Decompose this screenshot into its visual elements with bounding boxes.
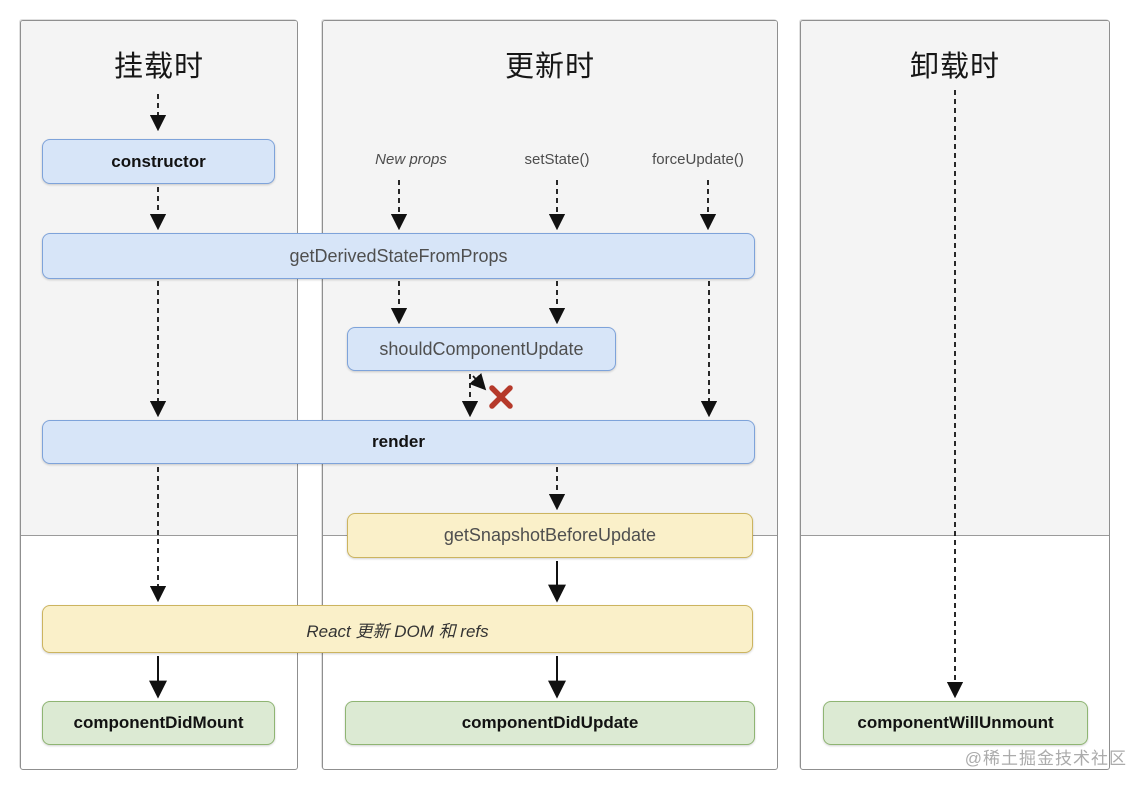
box-should-component-update: shouldComponentUpdate (347, 327, 616, 371)
box-component-did-update: componentDidUpdate (345, 701, 755, 745)
box-react-updates-dom-and-refs: React 更新 DOM 和 refs (42, 605, 753, 653)
react-update-label: React 更新 DOM 和 refs (306, 621, 489, 641)
trigger-set-state: setState() (524, 151, 590, 168)
cwu-label: componentWillUnmount (857, 713, 1054, 732)
box-constructor: constructor (42, 139, 275, 184)
panel-title-updating: 更新时 (504, 51, 595, 83)
cdm-label: componentDidMount (73, 713, 244, 732)
gdsfp-label: getDerivedStateFromProps (289, 245, 508, 266)
box-get-snapshot-before-update: getSnapshotBeforeUpdate (347, 513, 753, 558)
box-get-derived-state-from-props: getDerivedStateFromProps (42, 233, 755, 279)
trigger-force-update: forceUpdate() (652, 151, 744, 168)
box-render: render (42, 420, 755, 464)
update-cancelled-x-icon (489, 385, 513, 409)
constructor-label: constructor (111, 151, 206, 171)
box-component-did-mount: componentDidMount (42, 701, 275, 745)
trigger-new-props: New props (375, 151, 447, 168)
panel-title-unmounting: 卸载时 (909, 51, 1000, 83)
gsbu-label: getSnapshotBeforeUpdate (443, 525, 657, 545)
watermark: @稀土掘金技术社区 (964, 749, 1127, 768)
scu-label: shouldComponentUpdate (379, 338, 584, 359)
panel-unmounting: 卸载时 (800, 20, 1110, 770)
cdu-label: componentDidUpdate (461, 713, 639, 732)
panel-title-mounting: 挂载时 (113, 51, 204, 83)
arrow-scu-false-branch (469, 372, 487, 391)
box-component-will-unmount: componentWillUnmount (823, 701, 1088, 745)
render-label: render (372, 432, 425, 451)
